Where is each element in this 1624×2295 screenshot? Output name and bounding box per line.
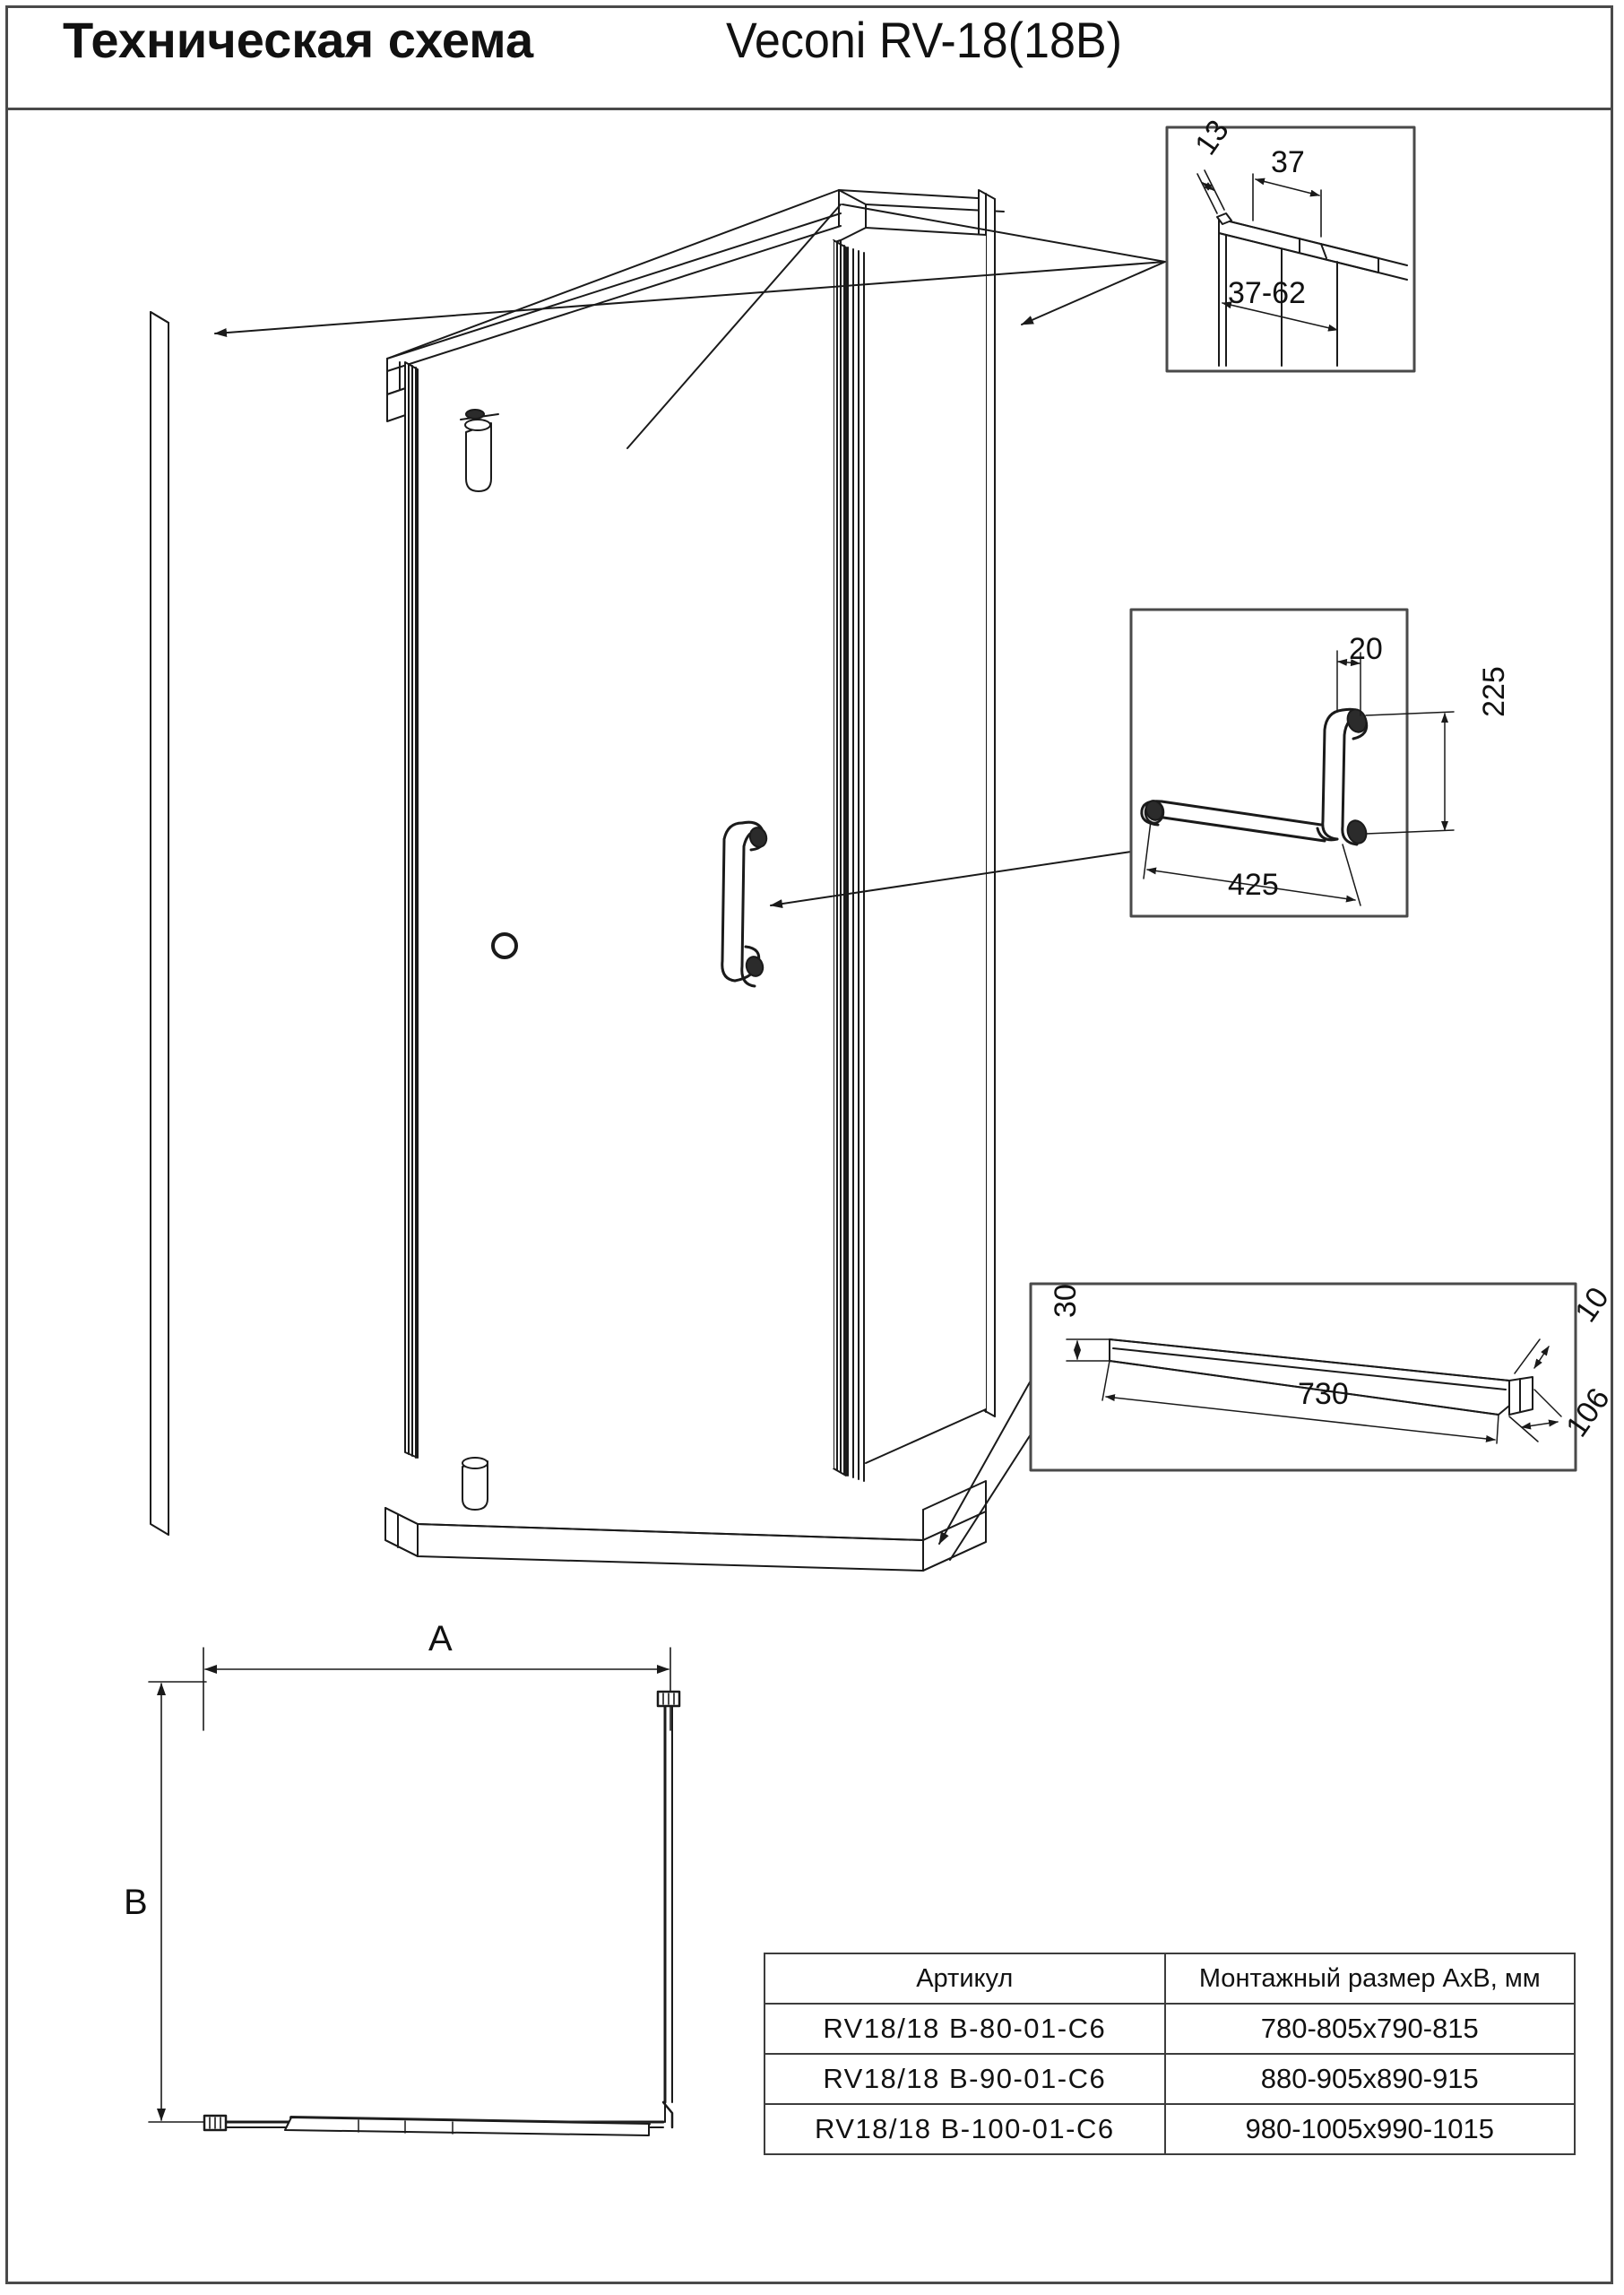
cell-size: 780-805x790-815 xyxy=(1163,2003,1576,2055)
title-divider xyxy=(8,108,1611,110)
header-mounting-size: Монтажный размер АхВ, мм xyxy=(1163,1953,1576,2005)
plan-dim-label-b: B xyxy=(124,1883,148,1922)
product-model-title: Veconi RV-18(18B) xyxy=(726,12,1122,68)
cell-article: RV18/18 B-80-01-C6 xyxy=(764,2003,1166,2055)
cell-size: 880-905x890-915 xyxy=(1163,2053,1576,2105)
table-row: RV18/18 B-100-01-C6 980-1005x990-1015 xyxy=(764,2103,1576,2155)
dim-handle-height: 225 xyxy=(1477,666,1511,717)
table-row: RV18/18 B-80-01-C6 780-805x790-815 xyxy=(764,2003,1576,2055)
table-header-row: Артикул Монтажный размер АхВ, мм xyxy=(764,1953,1576,2005)
page-title: Техническая схема xyxy=(63,12,534,68)
dim-adjust-range: 37-62 xyxy=(1228,276,1306,310)
page-border xyxy=(5,5,1613,2284)
dim-handle-diameter: 20 xyxy=(1349,632,1383,666)
dim-threshold-length: 730 xyxy=(1298,1377,1349,1411)
specification-table: Артикул Монтажный размер АхВ, мм RV18/18… xyxy=(764,1953,1576,2155)
header-article: Артикул xyxy=(764,1953,1166,2005)
dim-threshold-height: 30 xyxy=(1049,1284,1083,1318)
cell-article: RV18/18 B-100-01-C6 xyxy=(764,2103,1166,2155)
plan-dim-label-a: A xyxy=(428,1619,453,1658)
dim-profile-width: 37 xyxy=(1271,145,1305,179)
table-row: RV18/18 B-90-01-C6 880-905x890-915 xyxy=(764,2053,1576,2105)
cell-article: RV18/18 B-90-01-C6 xyxy=(764,2053,1166,2105)
cell-size: 980-1005x990-1015 xyxy=(1163,2103,1576,2155)
dim-handle-length: 425 xyxy=(1228,868,1279,902)
